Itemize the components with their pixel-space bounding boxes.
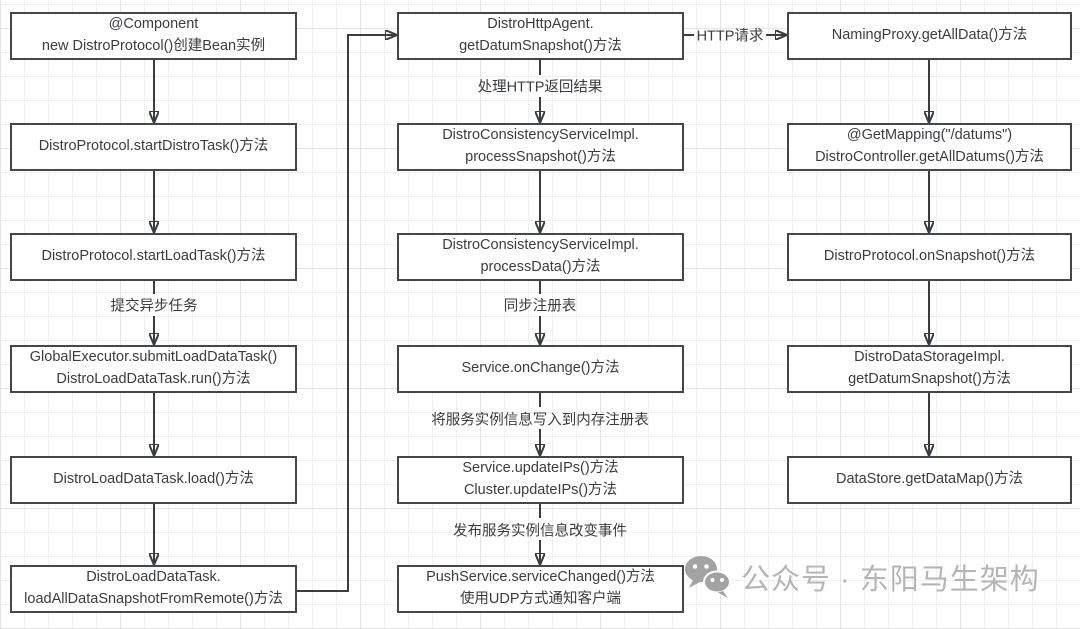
node-start-distro-task: DistroProtocol.startDistroTask()方法 [10,123,297,171]
node-data-store-get-data-map: DataStore.getDataMap()方法 [787,456,1072,504]
node-distro-controller-get-all-datums: @GetMapping("/datums") DistroController.… [787,123,1072,171]
wechat-icon [685,556,731,598]
edge-label-sync-registry: 同步注册表 [503,298,577,315]
node-load: DistroLoadDataTask.load()方法 [10,456,297,504]
node-update-ips: Service.updateIPs()方法 Cluster.updateIPs(… [397,456,684,504]
node-start-load-task: DistroProtocol.startLoadTask()方法 [10,233,297,281]
node-load-all-data-snapshot-from-remote: DistroLoadDataTask. loadAllDataSnapshotF… [10,565,297,613]
node-naming-proxy-get-all-data: NamingProxy.getAllData()方法 [787,12,1072,60]
watermark: 公众号 · 东阳马生架构 [684,554,1040,600]
node-on-snapshot: DistroProtocol.onSnapshot()方法 [787,233,1072,281]
node-service-on-change: Service.onChange()方法 [397,345,684,393]
node-component-bean: @Component new DistroProtocol()创建Bean实例 [10,12,297,60]
node-submit-load-data-task: GlobalExecutor.submitLoadDataTask() Dist… [10,345,297,393]
node-http-agent-get-datum-snapshot: DistroHttpAgent. getDatumSnapshot()方法 [397,12,684,60]
watermark-text: 公众号 · 东阳马生架构 [741,564,1040,596]
edge-label-publish-instance-change-event: 发布服务实例信息改变事件 [453,523,627,540]
node-process-data: DistroConsistencyServiceImpl. processDat… [397,233,684,281]
node-process-snapshot: DistroConsistencyServiceImpl. processSna… [397,123,684,171]
edge-label-handle-http-response: 处理HTTP返回结果 [477,79,603,96]
node-storage-get-datum-snapshot: DistroDataStorageImpl. getDatumSnapshot(… [787,345,1072,393]
node-push-service-changed: PushService.serviceChanged()方法 使用UDP方式通知… [397,565,684,613]
edge-label-write-instance-to-memory-registry: 将服务实例信息写入到内存注册表 [431,412,649,429]
edge-label-http-request: HTTP请求 [696,28,764,45]
edge-label-submit-async-task: 提交异步任务 [110,298,198,315]
